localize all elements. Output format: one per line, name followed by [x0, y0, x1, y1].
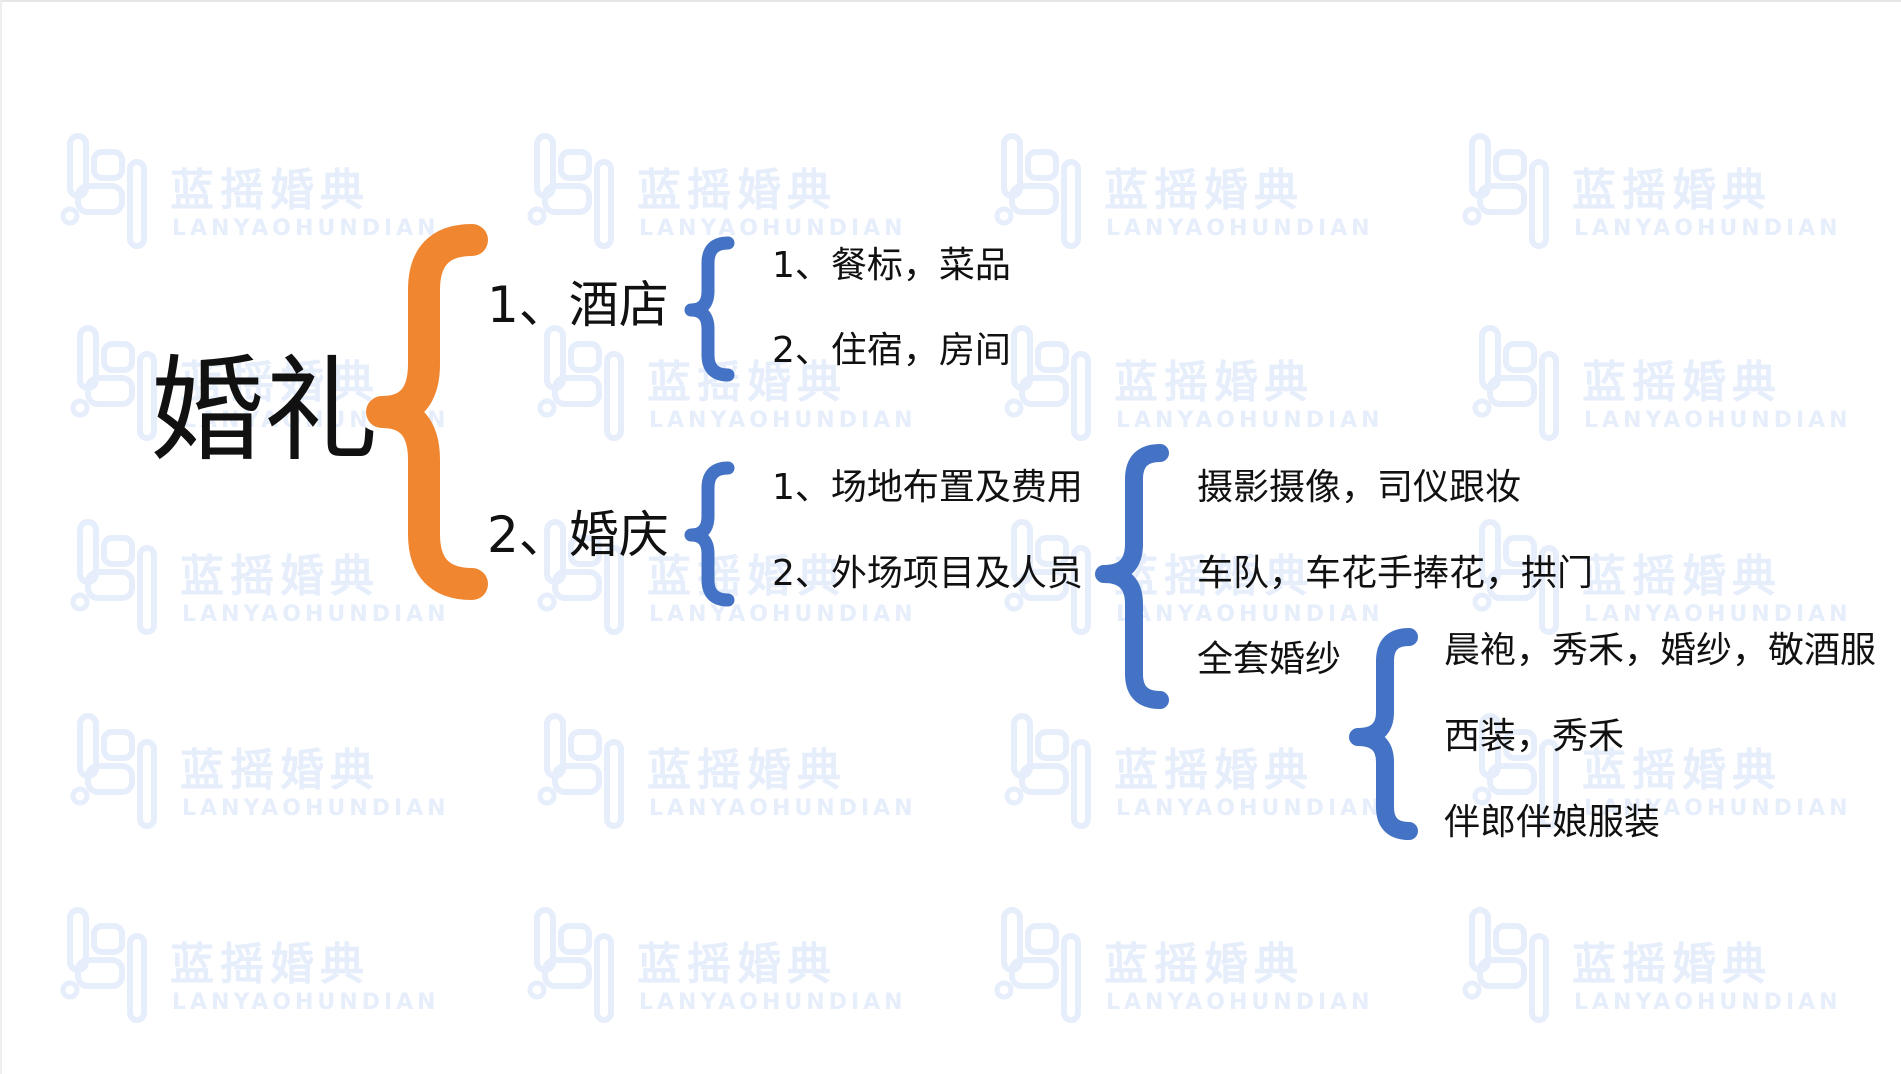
watermark-logo-icon	[60, 907, 147, 1023]
gown-detail-robes: 晨袍，秀禾，婚纱，敬酒服	[1444, 630, 1877, 671]
root-brace	[366, 224, 488, 600]
watermark-logo-icon	[1462, 133, 1549, 249]
detail-photography: 摄影摄像，司仪跟妆	[1197, 467, 1522, 508]
hotel-item-lodging: 2、住宿，房间	[772, 330, 1011, 371]
watermark-logo-icon	[537, 325, 624, 441]
gown-detail-attendants: 伴郎伴娘服装	[1444, 802, 1661, 843]
service-item-venue: 1、场地布置及费用	[772, 467, 1083, 508]
gown-brace	[1349, 628, 1418, 840]
watermark-logo-icon	[1004, 325, 1091, 441]
watermark-logo-icon	[70, 713, 157, 829]
detail-full-gown: 全套婚纱	[1197, 639, 1342, 680]
root-node: 婚礼	[150, 344, 379, 477]
watermark-logo-icon	[1462, 907, 1549, 1023]
hotel-brace	[684, 236, 735, 382]
wedding-service-brace	[684, 461, 735, 607]
watermark-logo-icon	[60, 133, 147, 249]
hotel-item-meal: 1、餐标，菜品	[772, 245, 1011, 286]
watermark-logo-icon	[537, 713, 624, 829]
watermark-logo-icon	[994, 133, 1081, 249]
watermark-logo-icon	[1004, 713, 1091, 829]
detail-motorcade: 车队，车花手捧花，拱门	[1197, 553, 1594, 594]
branch-hotel: 1、酒店	[487, 276, 669, 334]
service-item-outdoor: 2、外场项目及人员	[772, 553, 1083, 594]
gown-detail-suit: 西装，秀禾	[1444, 716, 1625, 757]
branch-wedding-service: 2、婚庆	[487, 506, 669, 564]
watermark-logo-icon	[527, 907, 614, 1023]
outdoor-brace	[1095, 444, 1169, 709]
watermark-logo-icon	[1472, 325, 1559, 441]
watermark-logo-icon	[527, 133, 614, 249]
watermark-logo-icon	[994, 907, 1081, 1023]
watermark-logo-icon	[70, 519, 157, 635]
